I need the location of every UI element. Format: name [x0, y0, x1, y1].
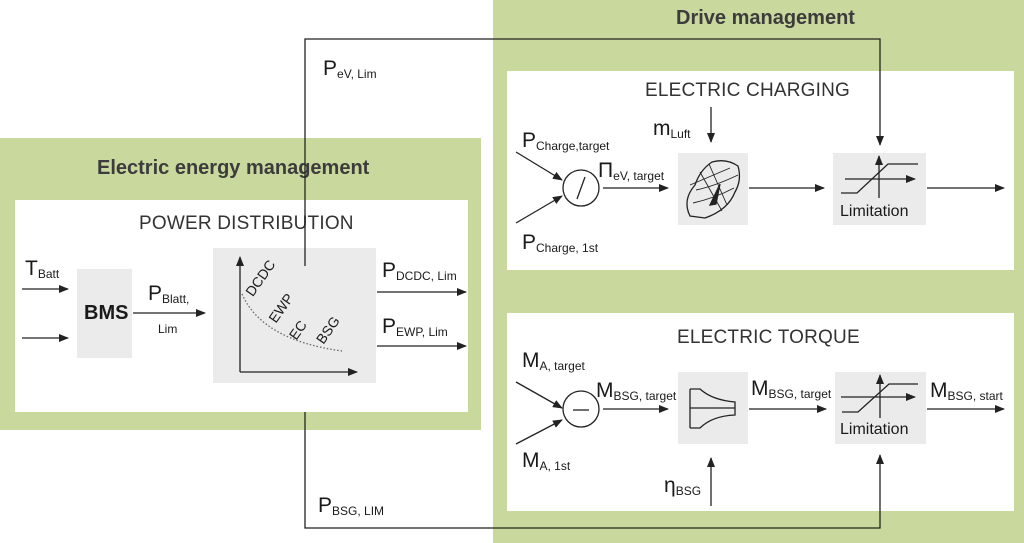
- label-p-charge-target: PCharge,target: [522, 129, 610, 153]
- label-m-bsg-start: MBSG, start: [930, 379, 1003, 403]
- electric-torque-box: [507, 313, 1014, 511]
- label-eta-bsg: ηBSG: [664, 474, 702, 498]
- electric-torque-title: ELECTRIC TORQUE: [677, 327, 860, 348]
- m-a-actual-arrow: [515, 419, 563, 445]
- label-p-dcdc: PDCDC, Lim: [382, 259, 457, 283]
- label-m-a-actual: MA, 1st: [522, 449, 571, 473]
- label-p-blatt-lim: Lim: [158, 322, 178, 336]
- label-p-bsg-lim: PBSG, LIM: [318, 494, 385, 518]
- p-charge-actual-arrow: [515, 195, 563, 224]
- minus-node: [562, 390, 600, 428]
- label-m-a-target: MA, target: [522, 349, 585, 373]
- label-p-blatt: PBlatt,: [148, 282, 190, 306]
- label-p-ewp: PEWP, Lim: [382, 315, 448, 339]
- label-t-batt: TBatt: [25, 257, 60, 281]
- power-curve: [241, 293, 343, 352]
- p-bsg-lim-line: [304, 412, 884, 529]
- drive-management-title: Drive management: [676, 7, 855, 29]
- label-m-bsg-target-1: MBSG, target: [596, 379, 677, 403]
- energy-management-title: Electric energy management: [97, 157, 370, 179]
- p-charge-target-arrow: [515, 151, 563, 181]
- label-m-bsg-target-2: MBSG, target: [751, 377, 832, 401]
- label-m-luft: mLuft: [653, 117, 691, 141]
- map-surface: [686, 160, 741, 219]
- label-p-ev-lim: PeV, Lim: [323, 57, 377, 81]
- bms-block: [77, 269, 132, 358]
- divide-node: [562, 169, 600, 207]
- charging-limitation-label: Limitation: [840, 203, 909, 220]
- divide-slash: [576, 176, 586, 200]
- label-ratio: ΠeV, target: [598, 159, 665, 183]
- label-p-charge-actual: PCharge, 1st: [522, 231, 599, 255]
- electric-charging-box: [507, 71, 1014, 270]
- bms-label: BMS: [84, 302, 129, 324]
- power-distribution-title: POWER DISTRIBUTION: [139, 213, 354, 234]
- m-a-target-arrow: [515, 381, 563, 409]
- torque-limitation-label: Limitation: [840, 421, 909, 438]
- p-ev-lim-line: [304, 38, 884, 266]
- electric-charging-title: ELECTRIC CHARGING: [645, 80, 851, 101]
